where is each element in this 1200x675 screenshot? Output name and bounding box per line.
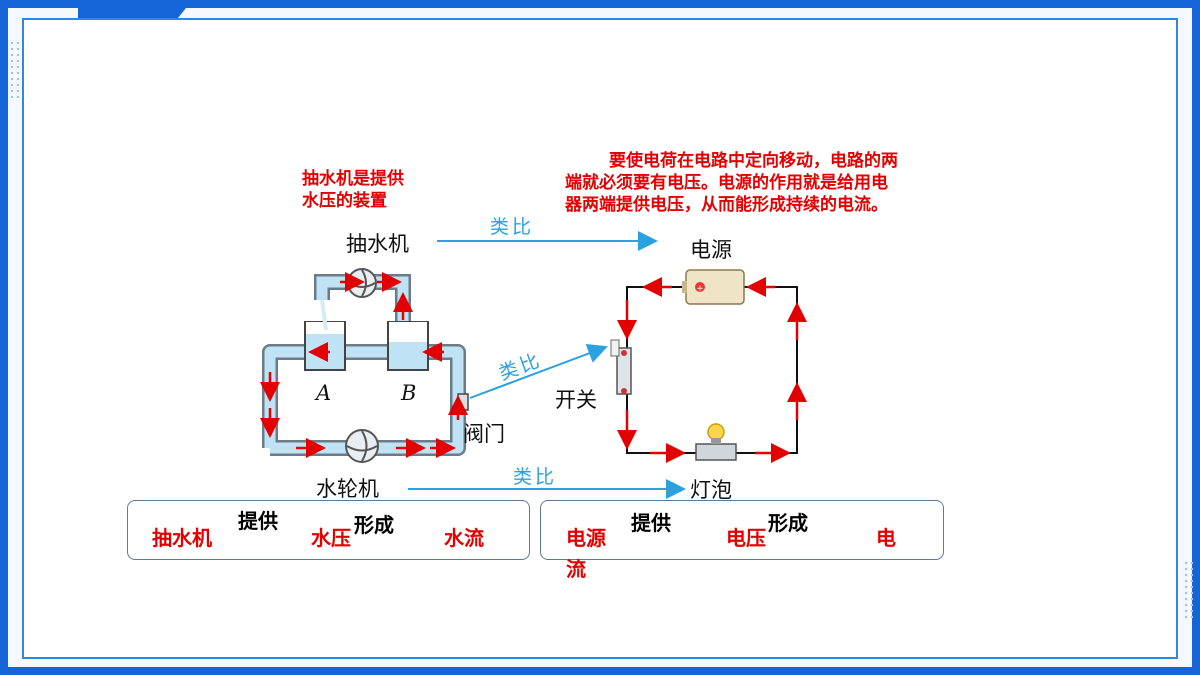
water-summary-box (127, 500, 530, 560)
valve-label: 阀门 (463, 422, 505, 446)
analogy-arrow-middle (469, 343, 608, 399)
turbine-wheel-icon (345, 429, 379, 463)
analogy-label-bottom: 类比 (513, 466, 558, 488)
water-summary-flow: 水流 (444, 526, 484, 550)
electric-circuit: + (610, 269, 807, 463)
electric-summary-provides: 提供 (631, 511, 671, 535)
bulb-icon (695, 423, 737, 461)
pump-label: 抽水机 (346, 232, 409, 256)
bulb-label: 灯泡 (690, 478, 732, 502)
dot-pattern-left (9, 40, 21, 100)
turbine-label: 水轮机 (316, 477, 379, 501)
switch-label: 开关 (555, 388, 597, 412)
svg-text:+: + (696, 284, 704, 294)
analogy-label-top: 类比 (490, 216, 535, 238)
container-a-label: A (316, 381, 332, 405)
water-summary-provides: 提供 (238, 509, 278, 533)
container-b-shape (387, 321, 429, 371)
electric-summary-current: 电 (876, 526, 896, 550)
valve-icon (457, 393, 469, 411)
switch-icon (610, 339, 632, 395)
electric-summary-source-wrap: 流 (566, 557, 586, 581)
electric-summary-box (540, 500, 944, 560)
source-note: 要使电荷在电路中定向移动，电路的两 端就必须要有电压。电源的作用就是给用电 器两… (565, 151, 898, 215)
water-summary-pump: 抽水机 (152, 526, 212, 550)
electric-summary-forms: 形成 (768, 511, 808, 535)
pump-note: 抽水机是提供水压的装置 (302, 169, 404, 211)
power-source-label: 电源 (690, 238, 732, 262)
water-circuit (262, 274, 466, 456)
battery-icon: + (682, 269, 745, 305)
water-summary-pressure: 水压 (311, 526, 351, 550)
container-b-label: B (401, 381, 417, 405)
water-summary-forms: 形成 (354, 513, 394, 537)
dot-pattern-right (1183, 560, 1195, 620)
electric-summary-source: 电源 (566, 526, 606, 550)
electric-summary-voltage: 电压 (726, 526, 766, 550)
